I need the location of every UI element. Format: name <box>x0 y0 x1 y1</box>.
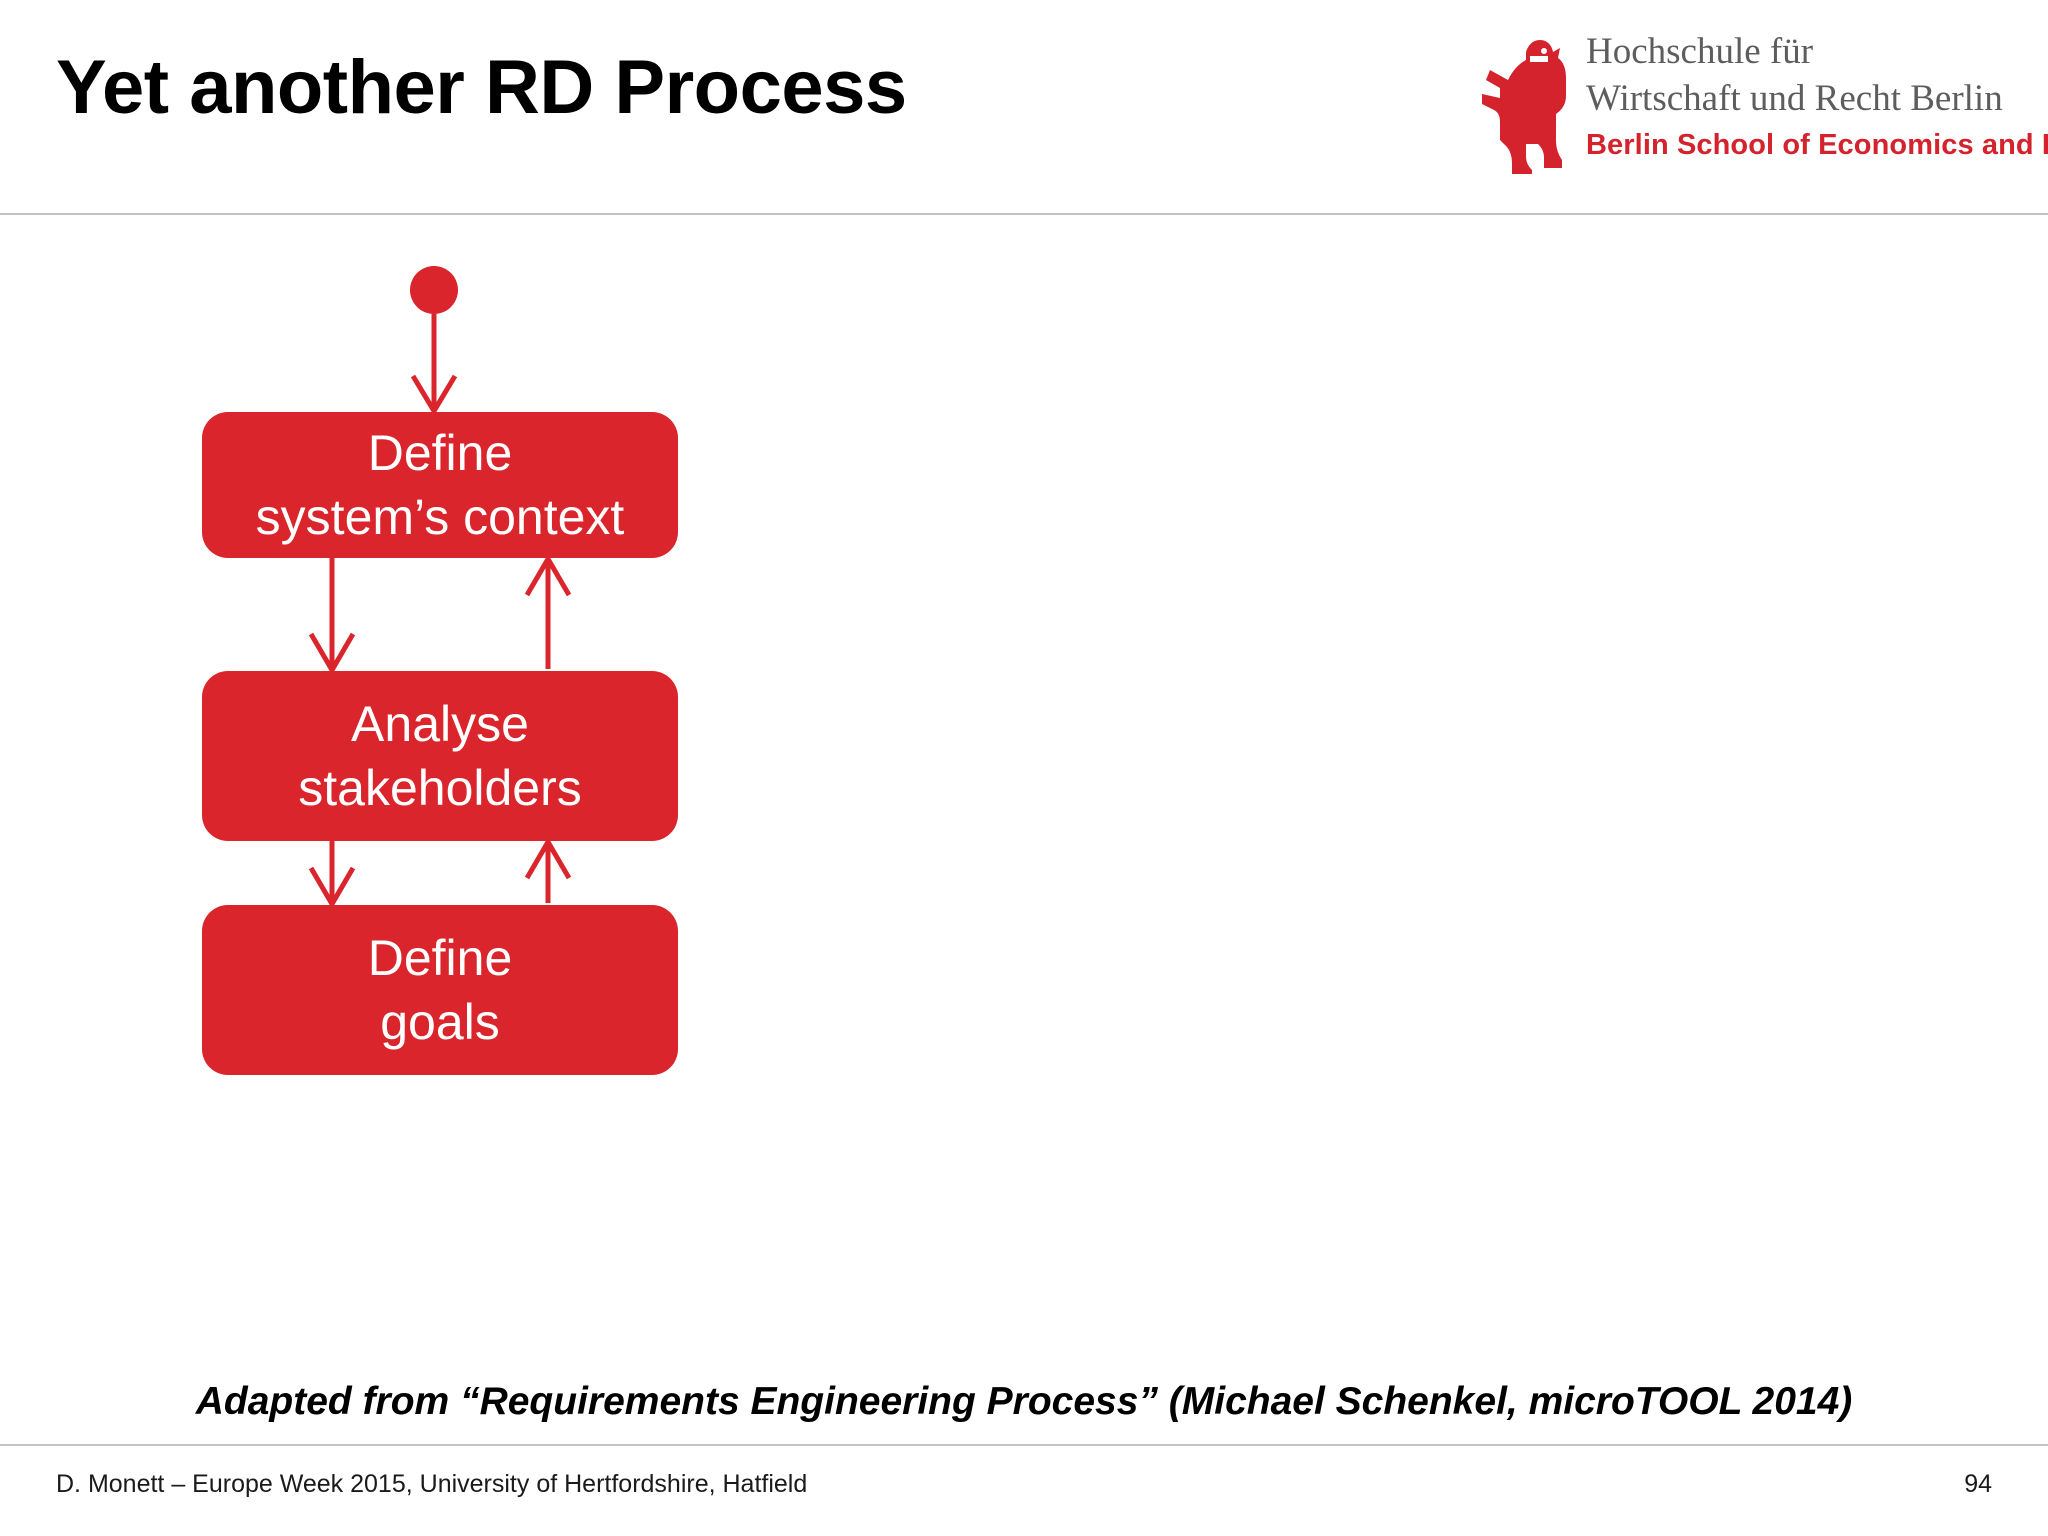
footer-text: D. Monett – Europe Week 2015, University… <box>56 1470 808 1498</box>
institution-logo: Hochschule für Wirtschaft und Recht Berl… <box>1478 28 2048 176</box>
page-title: Yet another RD Process <box>56 45 907 130</box>
start-node-circle <box>410 266 458 314</box>
node-label-line-1: Analyse <box>351 696 529 752</box>
logo-wordmark: Hochschule für Wirtschaft und Recht Berl… <box>1586 28 2048 162</box>
footer-divider <box>0 1444 2048 1446</box>
node-label-line-2: goals <box>380 994 500 1050</box>
node-label-line-2: system’s context <box>255 489 625 545</box>
logo-line-german-2: Wirtschaft und Recht Berlin <box>1586 78 2003 119</box>
source-caption: Adapted from “Requirements Engineering P… <box>195 1380 1853 1423</box>
logo-line-english: Berlin School of Economics and Law <box>1586 129 2048 161</box>
page-number: 94 <box>1964 1470 1992 1498</box>
process-node-define-goals[interactable]: Define goals <box>202 905 678 1075</box>
process-node-define-context[interactable]: Define system’s context <box>202 412 678 558</box>
node-label-line-1: Define <box>367 425 513 481</box>
node-label-line-1: Define <box>367 930 513 986</box>
logo-line-german-1: Hochschule für <box>1586 31 1814 72</box>
berlin-bear-icon <box>1478 36 1570 176</box>
node-label-line-2: stakeholders <box>298 760 582 816</box>
process-node-analyse-stakeholders[interactable]: Analyse stakeholders <box>202 671 678 841</box>
header-divider <box>0 213 2048 215</box>
